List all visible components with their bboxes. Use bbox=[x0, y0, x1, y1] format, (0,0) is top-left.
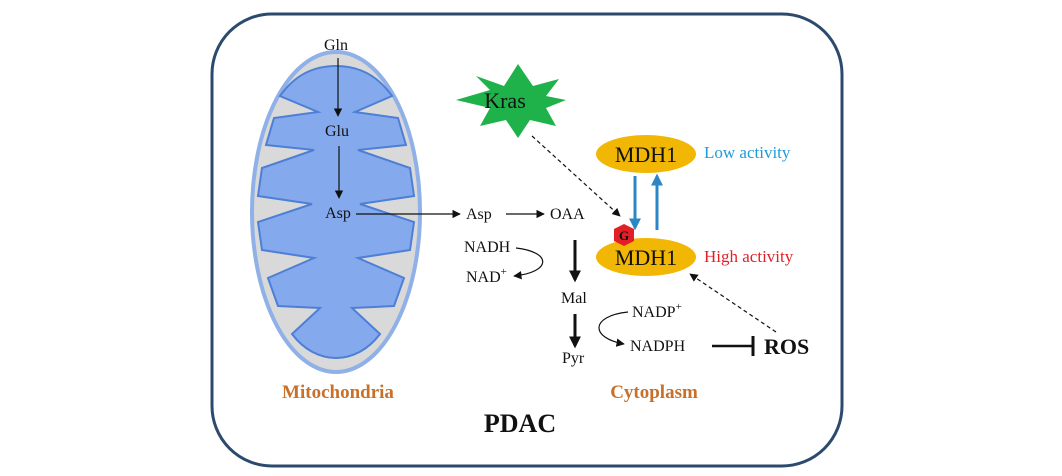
label-gln: Gln bbox=[324, 37, 348, 54]
label-cytoplasm: Cytoplasm bbox=[610, 382, 698, 403]
label-pdac: PDAC bbox=[484, 409, 556, 438]
label-ros: ROS bbox=[764, 334, 809, 359]
label-nadh: NADH bbox=[464, 239, 511, 256]
label-asp-mito: Asp bbox=[325, 205, 351, 222]
label-mitochondria: Mitochondria bbox=[282, 382, 394, 403]
nadp-base: NADP bbox=[632, 304, 676, 321]
g-modification-badge bbox=[614, 224, 634, 246]
label-glu: Glu bbox=[325, 123, 349, 140]
label-low-activity: Low activity bbox=[704, 143, 791, 162]
label-high-activity: High activity bbox=[704, 247, 794, 266]
label-mdh1-top: MDH1 bbox=[615, 142, 677, 167]
mdh1-high-activity-ellipse bbox=[596, 238, 696, 276]
kras-star bbox=[456, 64, 566, 138]
arrow-nadh-to-nad bbox=[513, 247, 544, 280]
label-oaa: OAA bbox=[550, 206, 585, 223]
nad-superscript: + bbox=[501, 266, 507, 278]
label-nadph: NADPH bbox=[630, 338, 686, 355]
mitochondrion-inner-membrane bbox=[256, 64, 416, 360]
arrow-nadp-to-nadph bbox=[598, 311, 629, 347]
label-asp-cyto: Asp bbox=[466, 206, 492, 223]
label-mal: Mal bbox=[561, 290, 587, 307]
label-kras: Kras bbox=[484, 88, 526, 113]
label-nadp: NADP+ bbox=[632, 301, 682, 321]
arrow-ros-to-mdh1 bbox=[689, 273, 777, 333]
mdh1-low-activity-ellipse bbox=[596, 135, 696, 173]
label-mdh1-bottom: MDH1 bbox=[615, 245, 677, 270]
label-nad: NAD+ bbox=[466, 266, 507, 286]
nad-base: NAD bbox=[466, 269, 501, 286]
arrow-kras-to-mdh1 bbox=[531, 135, 621, 217]
label-pyr: Pyr bbox=[562, 350, 585, 367]
nadp-superscript: + bbox=[676, 301, 682, 313]
label-g-badge: G bbox=[619, 228, 629, 243]
